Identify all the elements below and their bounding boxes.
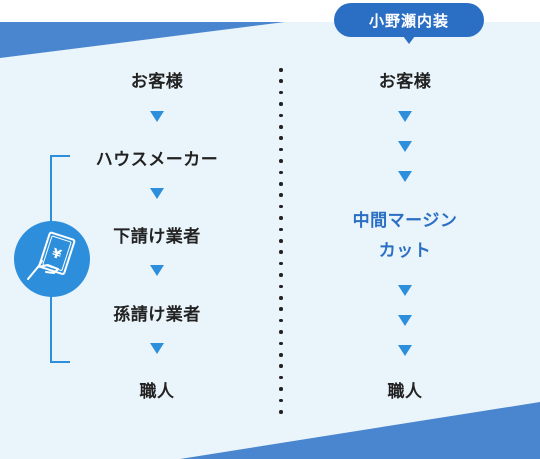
separator-dot <box>279 90 283 95</box>
left-step-sub-subcontractor: 孫請け業者 <box>113 305 201 325</box>
right-step-margin: 中間マージン <box>352 211 458 231</box>
separator-dot <box>279 227 283 232</box>
left-step-customer: お客様 <box>130 72 184 92</box>
right-arrow-4 <box>398 285 412 296</box>
left-arrow-4 <box>150 343 164 354</box>
right-step-craftsman: 職人 <box>387 382 423 402</box>
right-step-cut: カット <box>378 241 432 261</box>
right-arrow-2 <box>398 141 412 152</box>
left-step-house-maker: ハウスメーカー <box>95 150 219 170</box>
separator-dot <box>279 250 283 254</box>
right-arrow-3 <box>398 171 412 182</box>
svg-text:¥: ¥ <box>50 246 63 263</box>
left-step-craftsman: 職人 <box>139 382 175 402</box>
right-step-customer: お客様 <box>378 72 432 92</box>
separator-dot <box>279 216 283 220</box>
separator-dot <box>279 159 283 163</box>
separator-dot <box>279 410 283 414</box>
top-band <box>0 22 285 58</box>
hand-holding-yen-bill-icon: ¥ <box>27 231 76 280</box>
bracket-top-line <box>50 155 70 157</box>
right-arrow-5 <box>398 315 412 326</box>
separator-dot <box>279 204 283 209</box>
bottom-band <box>180 402 540 459</box>
left-arrow-2 <box>150 188 164 199</box>
separator-dot <box>279 113 283 118</box>
separator-dot <box>279 273 283 277</box>
separator-dot <box>279 125 283 129</box>
company-badge: 小野瀬内装 <box>334 3 484 37</box>
separator-dot <box>279 147 283 152</box>
badge-pointer <box>403 36 415 44</box>
separator-dot <box>279 318 283 323</box>
separator-dot <box>279 364 283 368</box>
separator-dot <box>279 387 283 391</box>
separator-dot <box>279 193 283 197</box>
separator-dot <box>279 307 283 311</box>
separator-dot <box>279 239 283 243</box>
separator-dot <box>279 398 283 403</box>
separator-dot <box>279 136 283 140</box>
separator-dot <box>279 170 283 175</box>
separator-dot <box>279 341 283 346</box>
separator-dot <box>279 284 283 289</box>
bracket-bottom-line <box>50 361 70 363</box>
separator-dot <box>279 68 283 72</box>
separator-dot <box>279 102 283 106</box>
separator-dot <box>279 353 283 357</box>
money-icon-circle: ¥ <box>14 221 90 297</box>
left-arrow-3 <box>150 265 164 276</box>
separator-dot <box>279 296 283 300</box>
separator-dot <box>279 182 283 186</box>
right-arrow-1 <box>398 111 412 122</box>
left-arrow-1 <box>150 111 164 122</box>
right-arrow-6 <box>398 345 412 356</box>
separator-dot <box>279 330 283 334</box>
left-step-subcontractor: 下請け業者 <box>113 227 201 247</box>
separator-dot <box>279 261 283 266</box>
separator-dot <box>279 375 283 380</box>
separator-dot <box>279 79 283 83</box>
